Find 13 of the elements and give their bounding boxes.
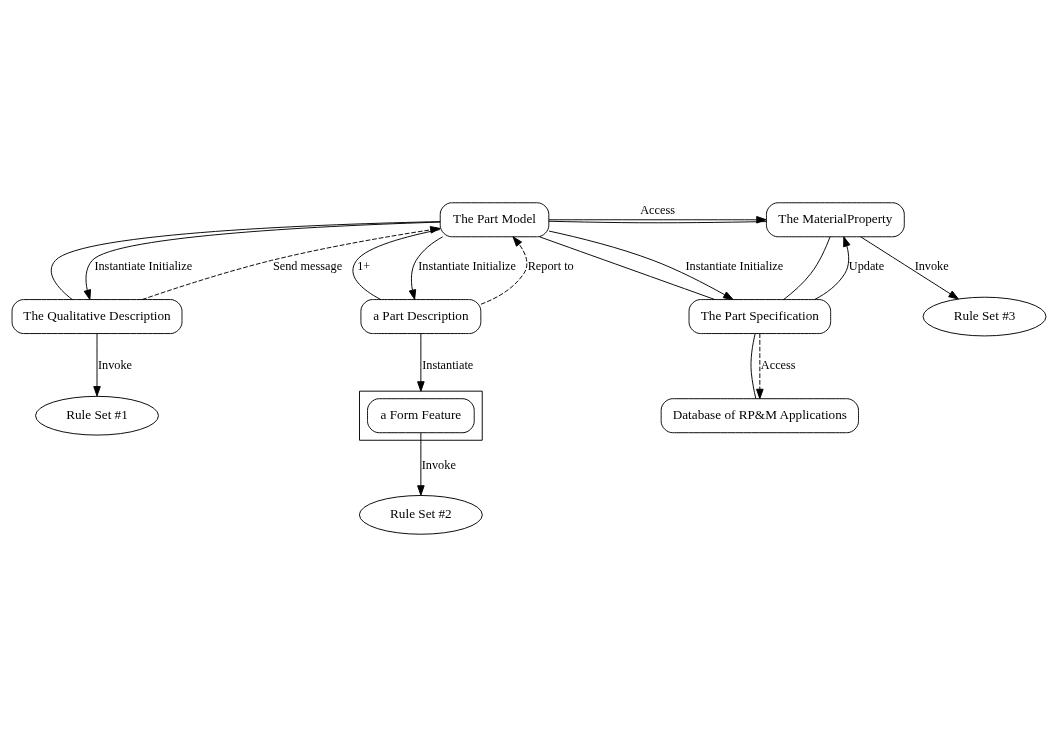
edge-label: Invoke: [914, 258, 949, 273]
edge-label: Instantiate Initialize: [685, 258, 784, 273]
edge-label: 1+: [357, 258, 371, 273]
edge-label: Access: [760, 357, 796, 372]
edge-label: Invoke: [421, 457, 456, 471]
edge-label: Send message: [272, 258, 343, 273]
edge-label: Report to: [527, 258, 574, 273]
edge-label: Access: [640, 202, 675, 217]
edge-label: Invoke: [97, 357, 132, 372]
edge-label: Instantiate: [422, 357, 474, 372]
edge-label: Instantiate Initialize: [418, 258, 517, 273]
edge-label: Instantiate Initialize: [94, 258, 193, 273]
edge-label: Update: [848, 258, 885, 273]
